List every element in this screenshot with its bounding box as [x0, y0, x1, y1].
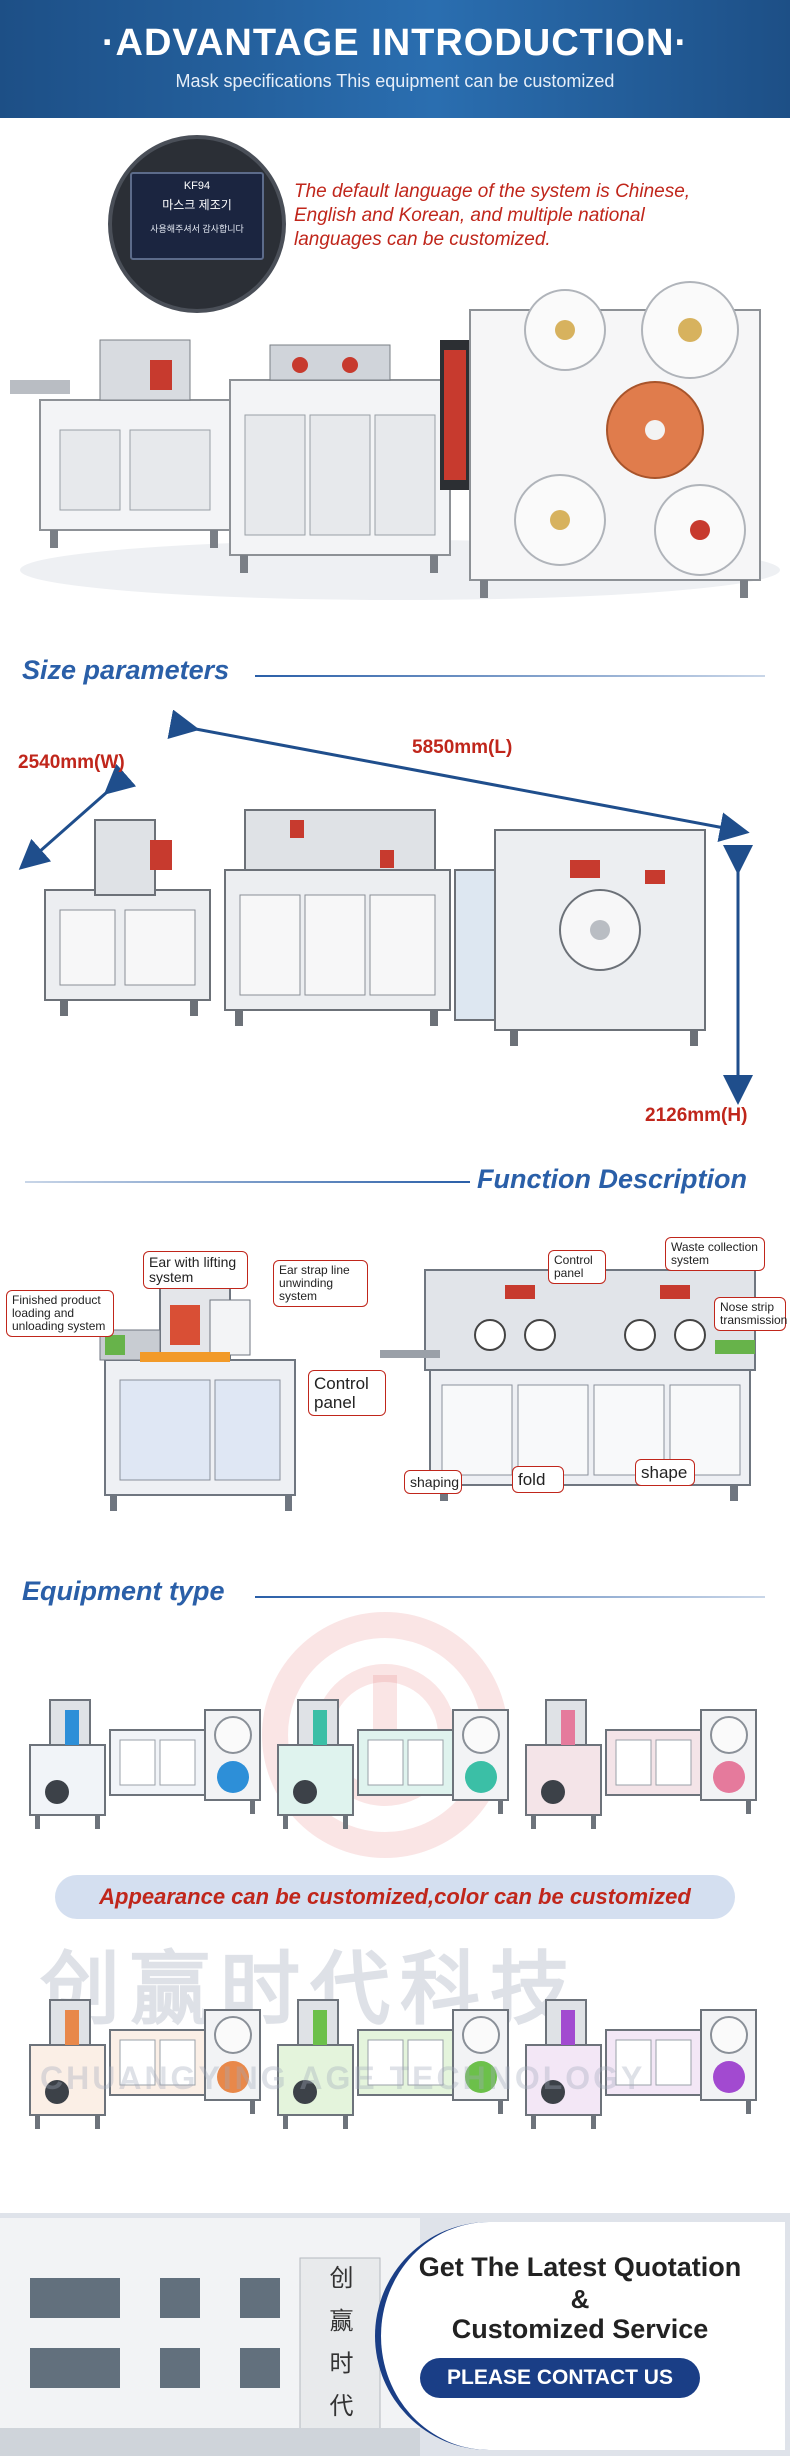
factory-building-image: [0, 2218, 420, 2456]
equipment-variant-2: [277, 1699, 509, 1829]
contact-us-button[interactable]: PLEASE CONTACT US: [420, 2358, 700, 2398]
equipment-variant-6: [525, 1999, 757, 2129]
contact-line-1: Get The Latest Quotation: [418, 2252, 742, 2282]
contact-panel: [375, 2222, 785, 2450]
size-section-line: [255, 675, 765, 677]
label-nose-strip: Nose strip transmission: [714, 1297, 787, 1331]
width-dimension: 2540mm(W): [18, 752, 125, 773]
label-control-panel-right: Control panel: [548, 1250, 606, 1284]
screen-title: KF94: [183, 180, 211, 192]
function-section-title: Function Description: [477, 1164, 747, 1194]
equipment-variants-row-1: [25, 1685, 770, 1845]
label-ear-strap: Ear strap line unwinding system: [273, 1260, 368, 1307]
screen-line1: 마스크 제조기: [162, 198, 232, 212]
label-fold: fold: [512, 1466, 564, 1493]
length-dimension: 5850mm(L): [412, 737, 513, 758]
header-banner: [0, 0, 790, 118]
customization-banner: Appearance can be customized,color can b…: [55, 1875, 735, 1919]
screen-line2: 사용해주셔서 감사합니다: [150, 224, 244, 234]
height-dimension: 2126mm(H): [645, 1105, 748, 1126]
equipment-variant-1: [29, 1699, 261, 1829]
intro-machine-image: [0, 130, 790, 650]
equipment-section-title: Equipment type: [22, 1576, 225, 1606]
label-finished-product: Finished product loading and unloading s…: [6, 1290, 114, 1337]
equipment-section-line: [255, 1596, 765, 1598]
label-shaping: shaping: [404, 1470, 462, 1494]
watermark-english: CHUANGYING AGE TECHNOLOGY: [40, 2060, 646, 2096]
language-note: The default language of the system is Ch…: [294, 181, 691, 250]
touch-screen-display: [130, 172, 264, 260]
equipment-variant-4: [29, 1999, 261, 2129]
equipment-variant-5: [277, 1999, 509, 2129]
label-ear-lifting: Ear with lifting system: [143, 1251, 248, 1289]
label-shape: shape: [635, 1459, 695, 1486]
size-diagram: [0, 709, 790, 1140]
function-diagram-right: [380, 1230, 775, 1520]
label-waste-collection: Waste collection system: [665, 1237, 765, 1271]
equipment-variants-row-2: [25, 1985, 770, 2145]
contact-line-3: Customized Service: [451, 2314, 709, 2344]
label-control-panel-left: Control panel: [308, 1370, 386, 1416]
size-section-title: Size parameters: [22, 655, 230, 685]
page-title: ·ADVANTAGE INTRODUCTION·: [101, 22, 689, 64]
equipment-variant-3: [525, 1699, 757, 1829]
function-diagram-left: [60, 1220, 310, 1530]
building-sign: 创 赢 时 代: [325, 2265, 352, 2424]
contact-line-2: &: [570, 2284, 590, 2314]
function-section-line: [25, 1181, 470, 1183]
page-subtitle: Mask specifications This equipment can b…: [175, 71, 615, 91]
